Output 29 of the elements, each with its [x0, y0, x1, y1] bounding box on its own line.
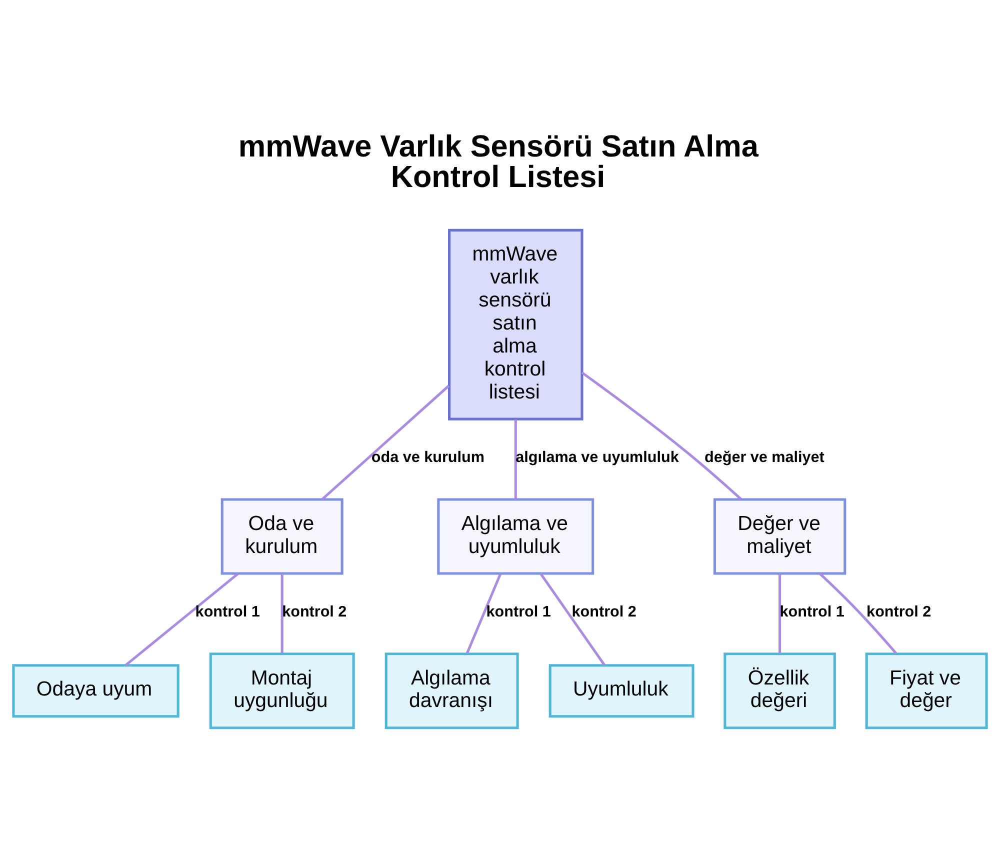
edge-label: kontrol 2 [572, 603, 636, 620]
edge-label: değer ve maliyet [704, 448, 824, 466]
connector [514, 420, 517, 500]
edge-label: kontrol 1 [195, 603, 260, 620]
node-box: Odaya uyum [12, 664, 180, 718]
edge-label: algılama ve uyumluluk [516, 448, 679, 466]
connector [540, 573, 606, 666]
node-box: Özellik değeri [724, 652, 836, 730]
edge-label: kontrol 1 [486, 603, 551, 620]
node-box: Uyumluluk [548, 664, 694, 718]
node-box: mmWave varlık sensörü satın alma kontrol listesi [448, 228, 584, 420]
connector [124, 572, 239, 666]
node-box: Değer ve maliyet [713, 498, 846, 575]
connector [778, 574, 782, 654]
node-box: Montaj uygunluğu [209, 652, 355, 730]
edge-label: kontrol 2 [282, 603, 347, 620]
node-box: Algılama davranışı [384, 652, 519, 730]
node-box: Algılama ve uyumluluk [437, 498, 594, 575]
edge-label: oda ve kurulum [371, 448, 484, 466]
node-box: Fiyat ve değer [865, 652, 988, 730]
connector [466, 573, 502, 654]
edge-label: kontrol 1 [780, 603, 844, 620]
connector [581, 372, 742, 500]
node-box: Oda ve kurulum [220, 498, 344, 575]
connector [321, 384, 450, 500]
diagram-title: mmWave Varlık Sensörü Satın Alma Kontrol Listesi [238, 129, 758, 194]
connector [280, 574, 284, 654]
edge-label: kontrol 2 [866, 603, 932, 620]
connector [818, 572, 898, 654]
